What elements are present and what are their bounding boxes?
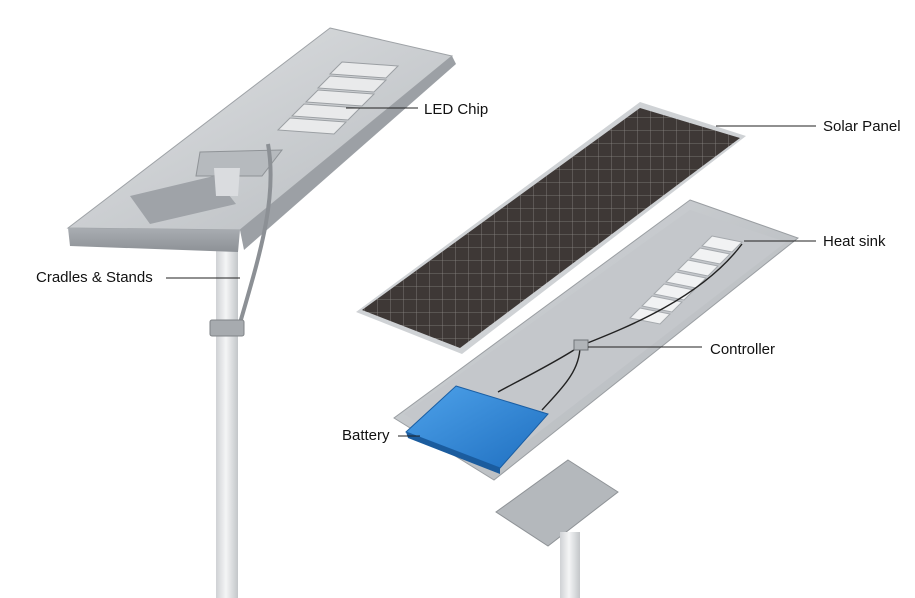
assembled-street-light — [66, 27, 456, 598]
mount-plate — [495, 459, 619, 547]
label-solar-panel: Solar Panel — [823, 118, 901, 135]
lamp-housing — [66, 27, 454, 231]
label-led-chip: LED Chip — [424, 101, 489, 118]
exploded-view — [356, 102, 800, 598]
lamp-housing-side — [68, 228, 240, 252]
solar-panel-cells — [362, 108, 740, 348]
mount-arm — [130, 176, 236, 224]
lamp-housing-edge — [240, 56, 456, 250]
label-controller: Controller — [710, 341, 776, 358]
controller-wire-2 — [541, 345, 581, 411]
pole-clamp — [209, 319, 245, 337]
label-heat-sink: Heat sink — [823, 233, 886, 250]
battery-side — [406, 432, 500, 474]
led-chips — [276, 61, 400, 135]
pole-cap — [214, 168, 240, 196]
mount-plate-pole — [560, 532, 580, 598]
pole — [216, 180, 238, 598]
label-battery: Battery — [342, 427, 390, 444]
leader-lines — [166, 107, 816, 437]
heat-sink-fins — [628, 235, 744, 325]
label-cradles-stands: Cradles & Stands — [36, 269, 153, 286]
controller-wire-1 — [497, 243, 743, 393]
power-cable — [236, 143, 273, 331]
controller-unit — [573, 339, 589, 351]
